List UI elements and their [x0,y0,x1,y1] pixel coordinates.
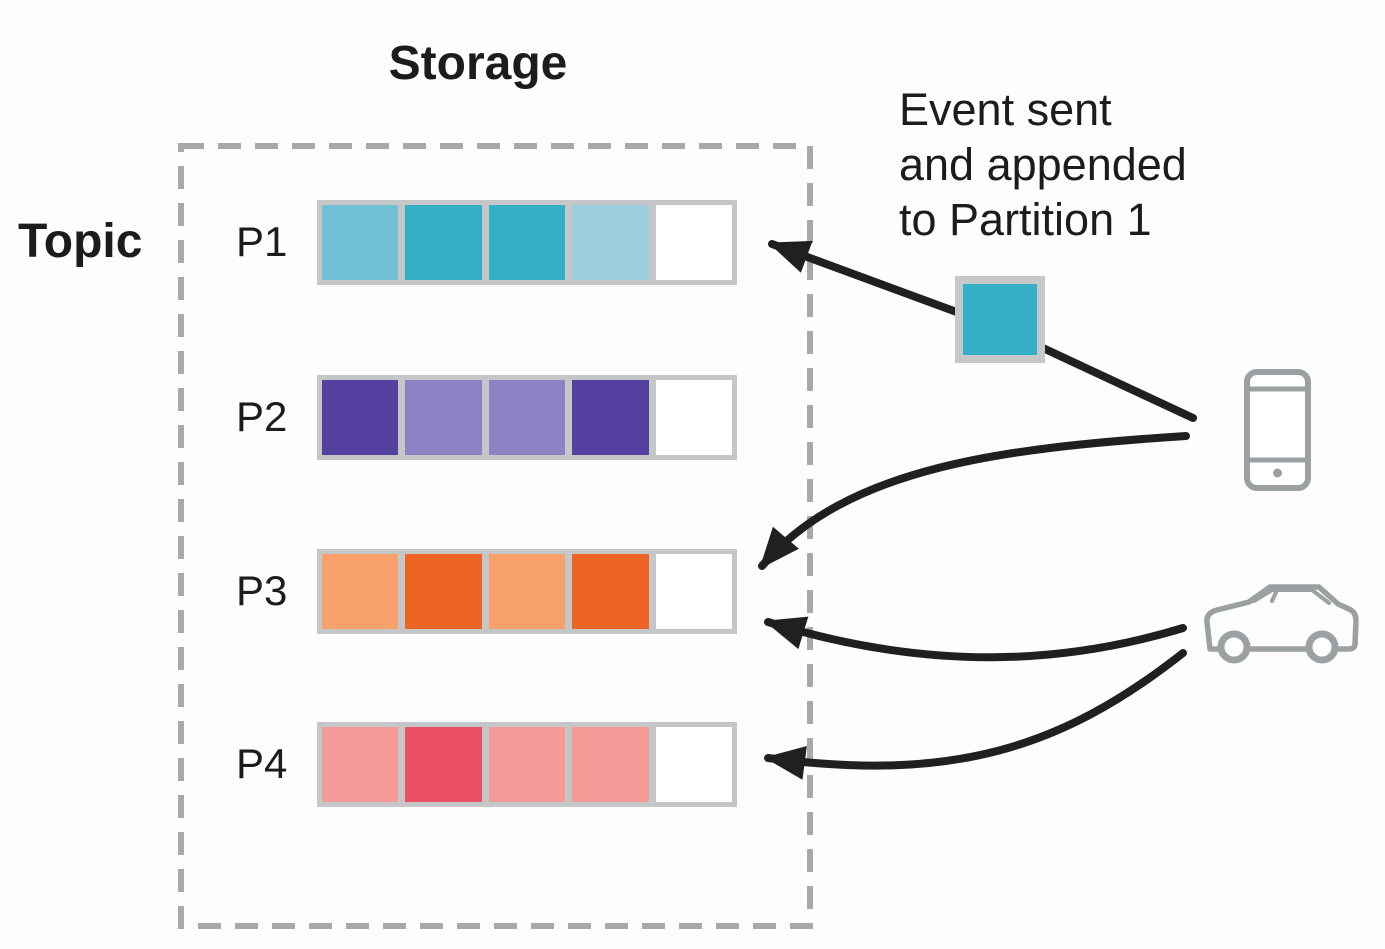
empty-cell [655,380,733,455]
topic-label: Topic [18,215,143,268]
partition-label-p4: P4 [236,740,288,787]
event-annotation-line-1: Event sent [899,84,1112,135]
event-cell [488,380,566,455]
event-cell [405,554,482,629]
event-cell [322,205,399,280]
event-cell [405,380,482,455]
partition-row-p2 [317,375,737,460]
event-cell [488,727,566,802]
partition-label-p3: P3 [236,567,288,614]
empty-cell [655,205,733,280]
event-cell [322,727,399,802]
arrow-car-to-p3 [764,616,1187,662]
event-square [955,276,1045,363]
partition-row-p1 [317,200,737,285]
event-annotation-line-2: and appended [899,139,1187,190]
partition-row-p3 [317,549,737,634]
event-cell [572,727,649,802]
partition-label-p1: P1 [236,218,288,265]
event-annotation-line-3: to Partition 1 [899,194,1152,245]
empty-cell [655,554,733,629]
car-icon [1204,584,1359,664]
partition-label-p2: P2 [236,393,288,440]
event-cell [488,205,566,280]
event-cell [572,205,649,280]
event-cell [405,727,482,802]
event-cell [572,380,649,455]
storage-title: Storage [388,37,568,90]
arrow-phone-to-p3 [758,432,1190,570]
smartphone-icon [1244,369,1311,491]
empty-cell [655,727,733,802]
event-cell [322,380,399,455]
event-cell [488,554,566,629]
event-cell [572,554,649,629]
event-cell [322,554,399,629]
arrow-car-to-p4 [764,649,1187,780]
event-cell [405,205,482,280]
partition-row-p4 [317,722,737,807]
event-annotation: Event sent and appended to Partition 1 [899,82,1229,247]
